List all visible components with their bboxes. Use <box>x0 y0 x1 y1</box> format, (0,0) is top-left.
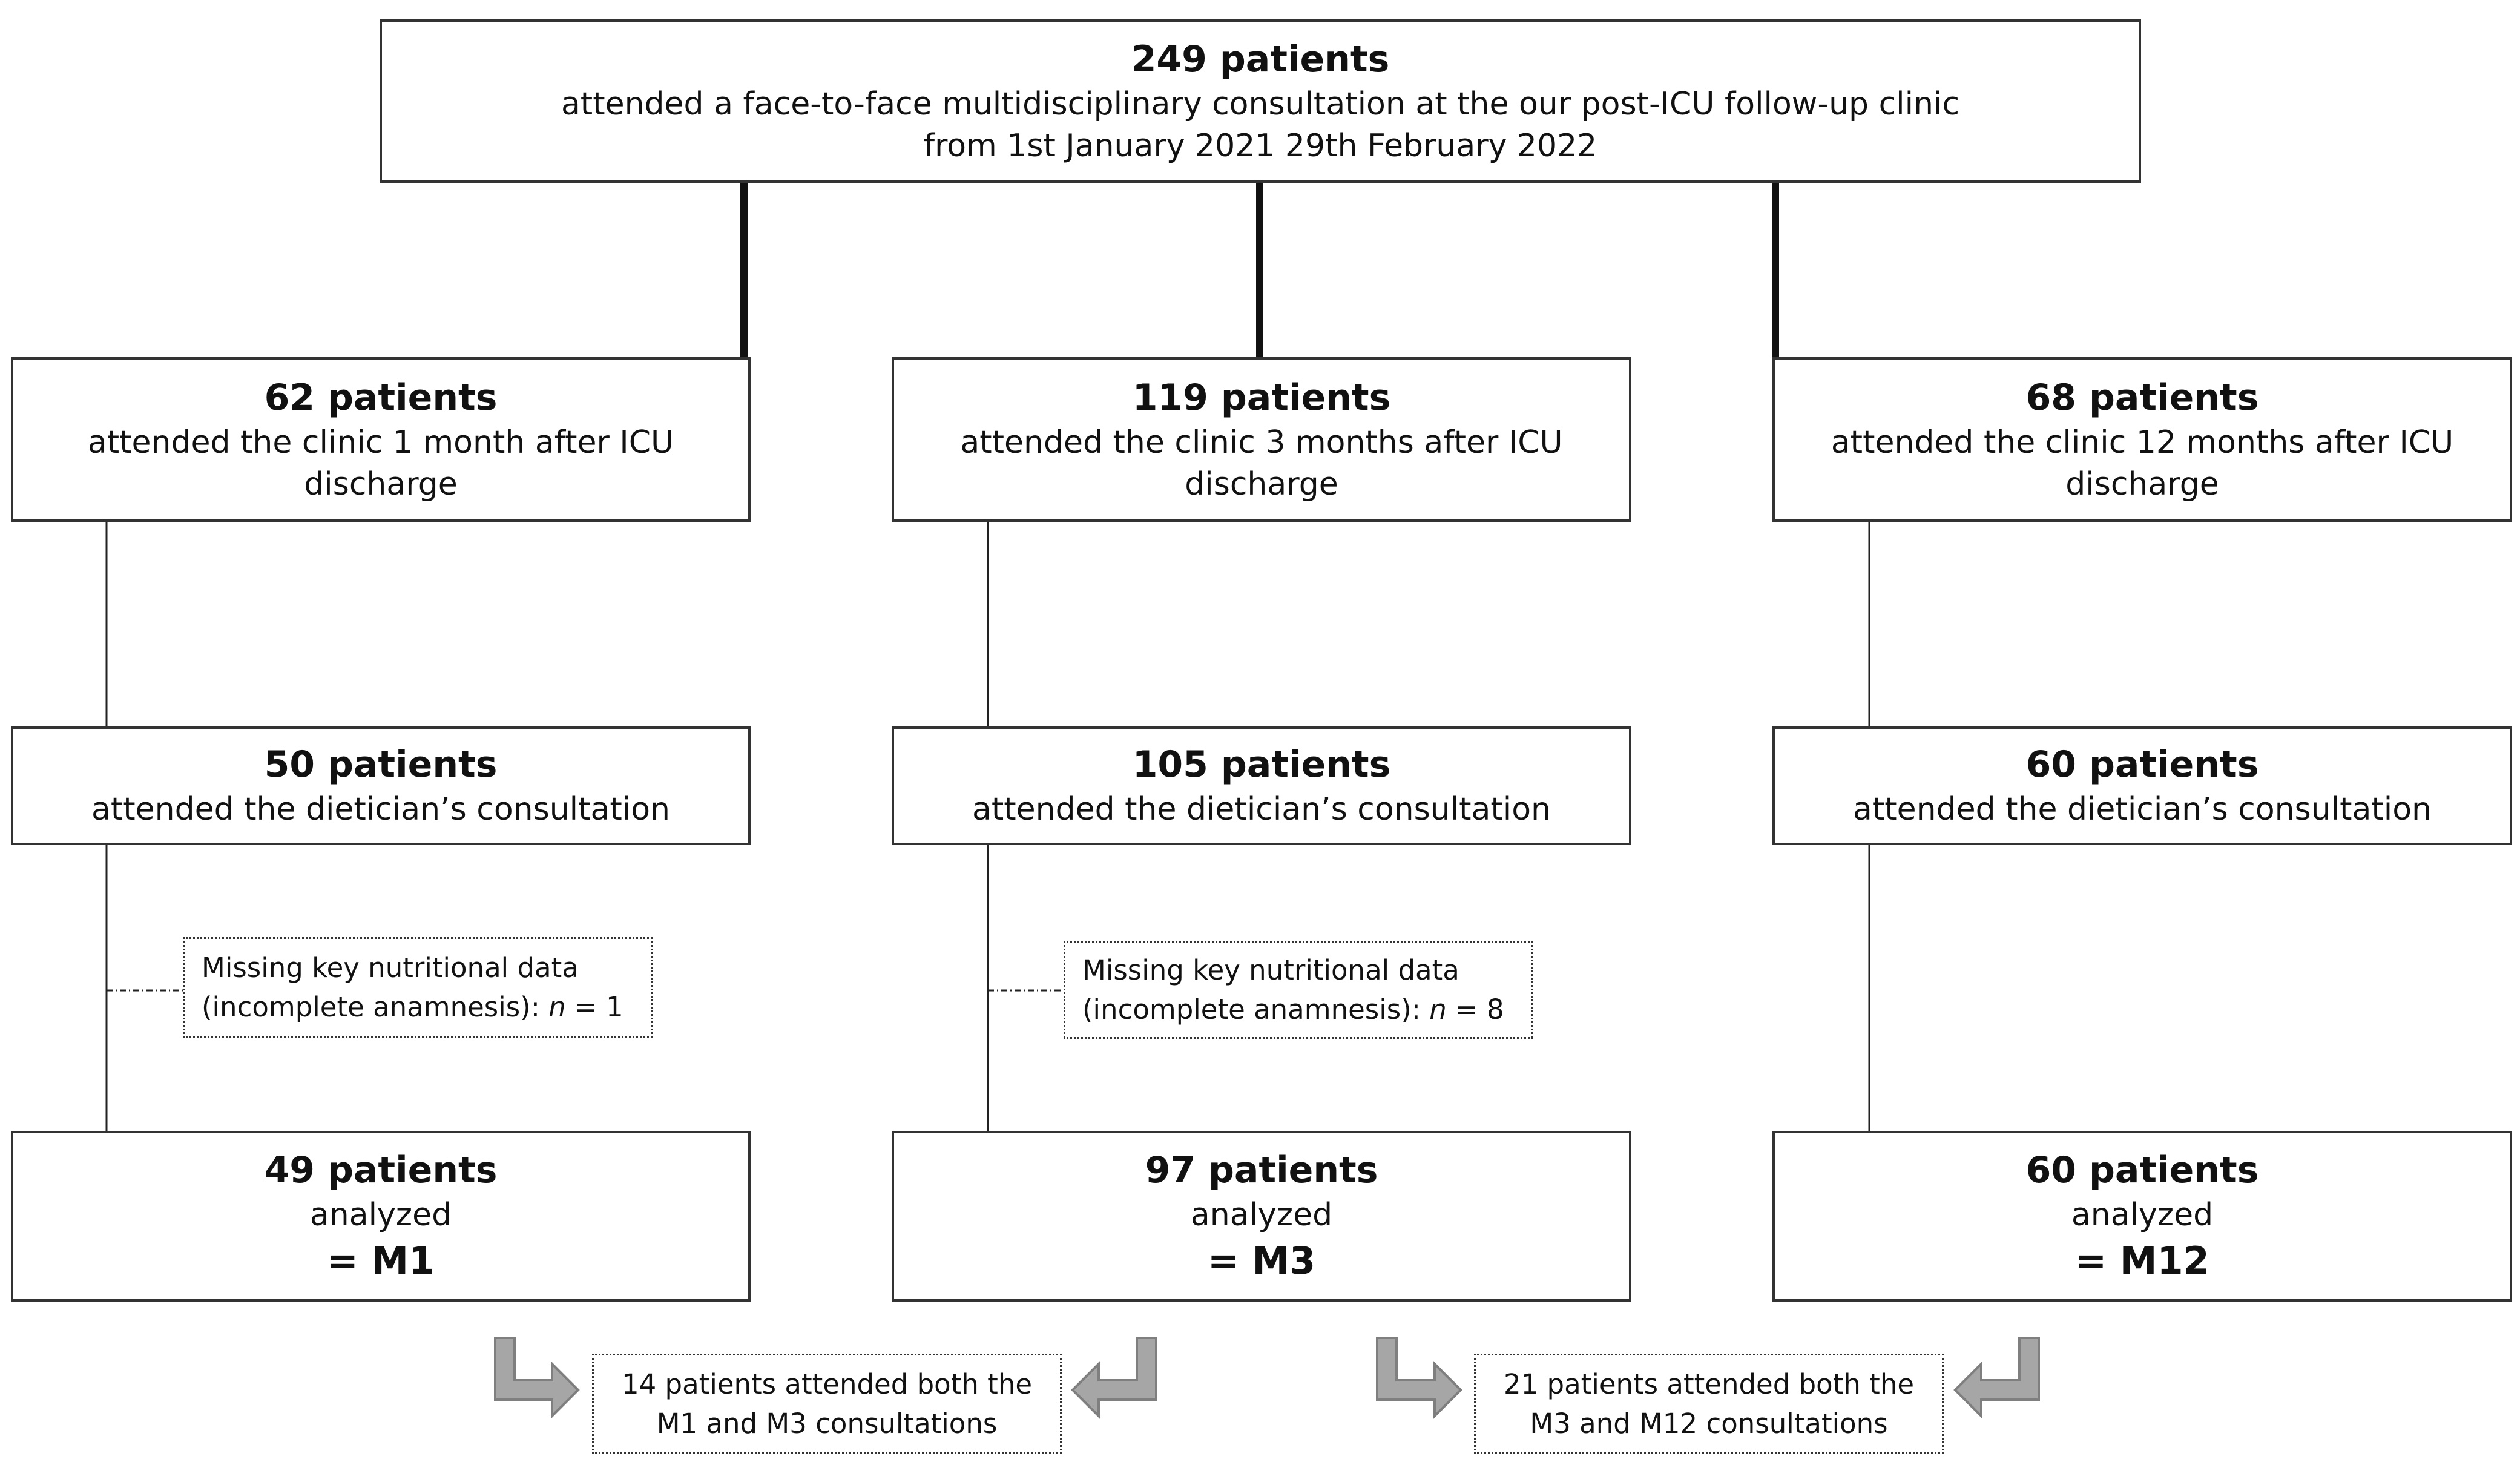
clinic-count: 119 patients <box>1132 376 1391 419</box>
top-box: 249 patients attended a face-to-face mul… <box>380 19 2141 183</box>
top-line-1: attended a face-to-face multidisciplinar… <box>561 85 1960 122</box>
diet-count: 50 patients <box>264 743 498 786</box>
top-line-2: from 1st January 2021 29th February 2022 <box>923 127 1597 164</box>
clinic-count: 68 patients <box>2025 376 2259 419</box>
clinic-line-1: attended the clinic 12 months after ICU <box>1831 424 2454 461</box>
analyzed-count: 97 patients <box>1145 1149 1378 1192</box>
analyzed-count: 49 patients <box>264 1149 498 1192</box>
analyzed-box-m1: 49 patients analyzed = M1 <box>11 1131 751 1302</box>
analyzed-count: 60 patients <box>2025 1149 2259 1192</box>
diet-count: 60 patients <box>2025 743 2259 786</box>
clinic-box-m12: 68 patients attended the clinic 12 month… <box>1772 357 2512 522</box>
analyzed-box-m12: 60 patients analyzed = M12 <box>1772 1131 2512 1302</box>
exclusion-prefix: (incomplete anamnesis): <box>1082 993 1430 1026</box>
exclusion-prefix: (incomplete anamnesis): <box>202 991 549 1023</box>
analyzed-label: analyzed <box>1190 1197 1333 1234</box>
group-tag: = M3 <box>1207 1238 1316 1283</box>
clinic-line-2: discharge <box>1185 466 1338 502</box>
clinic-line-1: attended the clinic 1 month after ICU <box>87 424 674 461</box>
exclusion-line-1: Missing key nutritional data <box>202 951 579 984</box>
diet-count: 105 patients <box>1132 743 1391 786</box>
arrow-m3-to-overlap-2 <box>1376 1337 1462 1419</box>
clinic-line-2: discharge <box>304 466 458 502</box>
exclusion-box-m1: Missing key nutritional data (incomplete… <box>183 937 653 1038</box>
clinic-box-m1: 62 patients attended the clinic 1 month … <box>11 357 751 522</box>
clinic-line-1: attended the clinic 3 months after ICU <box>960 424 1563 461</box>
overlap-box-m3-m12: 21 patients attended both the M3 and M12… <box>1474 1354 1944 1454</box>
analyzed-label: analyzed <box>2071 1197 2214 1234</box>
diet-line-1: attended the dietician’s consultation <box>1852 791 2432 828</box>
analyzed-label: analyzed <box>309 1197 452 1234</box>
exclusion-n-value: = 8 <box>1446 993 1504 1026</box>
overlap-line-2: M3 and M12 consultations <box>1530 1408 1888 1440</box>
overlap-box-m1-m3: 14 patients attended both the M1 and M3 … <box>592 1354 1062 1454</box>
exclusion-line-1: Missing key nutritional data <box>1082 953 1459 986</box>
top-count: 249 patients <box>1131 38 1390 81</box>
clinic-box-m3: 119 patients attended the clinic 3 month… <box>892 357 1631 522</box>
diet-line-1: attended the dietician’s consultation <box>972 791 1551 828</box>
arrow-m12-to-overlap <box>1953 1337 2040 1419</box>
analyzed-box-m3: 97 patients analyzed = M3 <box>892 1131 1631 1302</box>
overlap-line-1: 14 patients attended both the <box>621 1368 1033 1400</box>
diet-box-m1: 50 patients attended the dietician’s con… <box>11 726 751 845</box>
exclusion-line-2: (incomplete anamnesis): n = 1 <box>202 987 623 1027</box>
exclusion-line-2: (incomplete anamnesis): n = 8 <box>1082 990 1504 1029</box>
exclusion-n-symbol: n <box>548 991 566 1023</box>
diet-line-1: attended the dietician’s consultation <box>91 791 670 828</box>
overlap-line-2: M1 and M3 consultations <box>656 1408 998 1440</box>
exclusion-n-value: = 1 <box>565 991 623 1023</box>
arrow-m3-to-overlap-1 <box>1071 1337 1157 1419</box>
arrow-m1-to-overlap <box>494 1337 580 1419</box>
clinic-count: 62 patients <box>264 376 498 419</box>
group-tag: = M1 <box>326 1238 435 1283</box>
overlap-line-1: 21 patients attended both the <box>1503 1368 1915 1400</box>
diet-box-m12: 60 patients attended the dietician’s con… <box>1772 726 2512 845</box>
exclusion-box-m3: Missing key nutritional data (incomplete… <box>1064 941 1533 1039</box>
group-tag: = M12 <box>2075 1238 2209 1283</box>
diet-box-m3: 105 patients attended the dietician’s co… <box>892 726 1631 845</box>
exclusion-n-symbol: n <box>1429 993 1447 1026</box>
clinic-line-2: discharge <box>2065 466 2219 502</box>
